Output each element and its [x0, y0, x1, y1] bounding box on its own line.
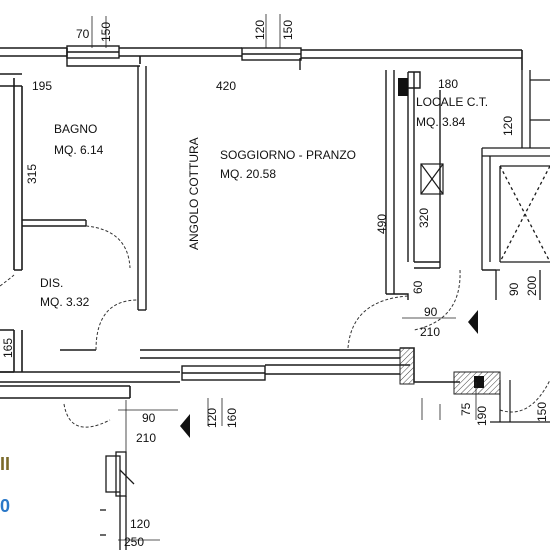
dim-bagno-height: 315 [25, 163, 39, 184]
room-soggiorno-area: MQ. 20.58 [220, 167, 277, 181]
dim-bottom-window-h: 160 [225, 407, 239, 428]
dim-soggiorno-width: 420 [216, 79, 237, 93]
dim-soggiorno-height: 490 [375, 213, 389, 234]
dim-top-window-left-w: 70 [76, 27, 90, 41]
window-top-left [66, 45, 120, 59]
dim-right-90: 90 [507, 282, 521, 296]
room-dis-name: DIS. [40, 276, 64, 290]
interior-walls [22, 56, 441, 359]
dim-right-200: 200 [525, 275, 539, 296]
room-angolo-cottura: ANGOLO COTTURA [187, 137, 201, 250]
dim-entry-w: 120 [130, 517, 151, 531]
dim-door-bottom-w: 90 [142, 411, 156, 425]
dim-bottom-window-w: 120 [205, 407, 219, 428]
door-arrow-right [468, 310, 478, 334]
window-top-middle [241, 47, 302, 61]
dim-bottom-190: 190 [475, 405, 489, 426]
dim-entry-h: 250 [124, 535, 145, 549]
dim-bottom-150: 150 [535, 401, 549, 422]
column-block [398, 78, 408, 96]
room-dis-area: MQ. 3.32 [40, 295, 90, 309]
dim-top-window-mid-w: 120 [253, 19, 267, 40]
dim-locale-height: 320 [417, 207, 431, 228]
technical-shaft [420, 163, 444, 195]
exterior-walls [0, 47, 523, 399]
dim-top-window-left-h: 150 [99, 21, 113, 42]
left-fragment-text-2: 0 [0, 496, 11, 516]
dim-locale-side: 120 [501, 115, 515, 136]
room-locale-name: LOCALE C.T. [416, 95, 489, 109]
dim-top-window-mid-h: 150 [281, 19, 295, 40]
window-bottom [181, 365, 266, 381]
dim-door-right-h: 210 [420, 325, 441, 339]
hatched-wall [399, 347, 415, 385]
dim-locale-width: 180 [438, 77, 459, 91]
door-arrow-bottom [180, 414, 190, 438]
stair-core [481, 70, 550, 300]
dim-pillar-60: 60 [411, 280, 425, 294]
left-fragment-text-1: II [0, 454, 11, 474]
room-soggiorno-name: SOGGIORNO - PRANZO [220, 148, 357, 162]
entrance-detail [100, 451, 135, 550]
room-locale-area: MQ. 3.84 [416, 115, 466, 129]
dimension-lines [91, 14, 477, 541]
dim-left-165: 165 [1, 337, 15, 358]
column-small [474, 376, 484, 388]
dim-bottom-75: 75 [459, 402, 473, 416]
room-bagno-name: BAGNO [54, 122, 98, 136]
dim-door-right-w: 90 [424, 305, 438, 319]
dim-bagno-width: 195 [32, 79, 53, 93]
door-swings [0, 225, 550, 428]
right-edge-fragments [490, 380, 550, 423]
room-bagno-area: MQ. 6.14 [54, 143, 104, 157]
dim-door-bottom-h: 210 [136, 431, 157, 445]
